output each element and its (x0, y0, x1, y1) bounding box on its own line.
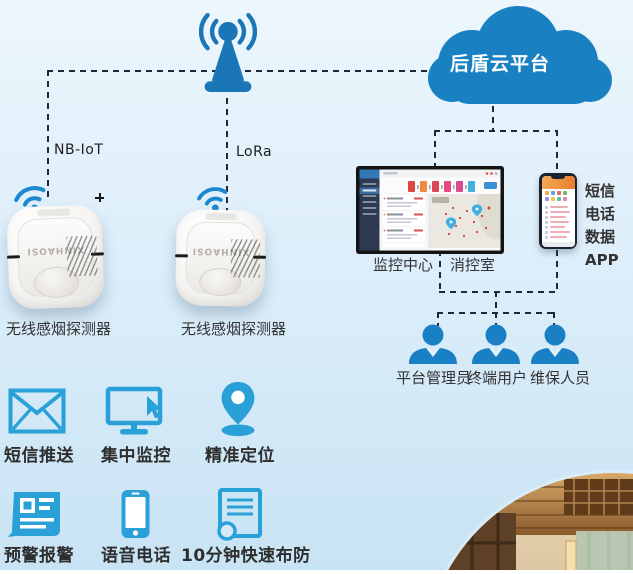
feature-label: 语音电话 (101, 546, 171, 566)
detector-label-right: 无线感烟探测器 (181, 320, 287, 338)
connector-user2-stub (495, 312, 497, 326)
feature-label: 集中监控 (101, 446, 171, 466)
user-label-enduser: 终端用户 (467, 369, 528, 387)
bottom-edge-strip (0, 570, 633, 574)
monitor-cursor-icon (105, 386, 163, 435)
connector-nbiot-down (47, 70, 49, 198)
phone-app-header (541, 175, 575, 189)
envelope-icon (8, 388, 66, 434)
connector-merge-horizontal (439, 291, 558, 293)
phone-alert-list (542, 203, 575, 240)
feature-label: 预警报警 (4, 546, 74, 566)
person-icon-maintainer (531, 324, 579, 364)
phone-notch (551, 175, 565, 179)
phone-app-icon-grid (542, 189, 575, 203)
map-pin-icon (445, 204, 483, 230)
network-label-lora: LoRa (236, 144, 273, 160)
mobile-phone-icon (121, 490, 150, 538)
antenna-tower-icon (198, 12, 258, 92)
connector-split-horizontal (434, 130, 558, 132)
detector-body: XINHAOSI (175, 209, 267, 307)
venue-photo (424, 473, 633, 574)
monitoring-dashboard-screen (356, 166, 504, 254)
detector-body: XINHAOSI (6, 204, 105, 310)
person-icon-admin (409, 324, 457, 364)
network-label-nbiot: NB-IoT (54, 142, 104, 158)
user-label-admin: 平台管理员 (396, 369, 472, 387)
location-pin-icon (221, 381, 255, 437)
feature-label: 精准定位 (205, 446, 275, 466)
feature-label: 短信推送 (4, 446, 74, 466)
cloud-platform-label: 后盾云平台 (449, 53, 550, 75)
connector-merge-down (495, 291, 497, 313)
smoke-detector-left: XINHAOSI (6, 204, 105, 310)
cloud-icon (428, 6, 612, 104)
connector-cloud-down (492, 106, 494, 132)
user-label-maintainer: 维保人员 (530, 369, 591, 387)
cursor-cross-mark (95, 193, 104, 202)
document-icon (217, 488, 262, 541)
connector-to-monitor (434, 130, 436, 167)
smoke-detector-right: XINHAOSI (175, 209, 267, 307)
connector-user1-stub (437, 312, 439, 326)
connector-user3-stub (553, 312, 555, 326)
newspaper-icon (8, 492, 60, 537)
connector-monitor-down (439, 250, 441, 292)
person-icon-user (472, 324, 520, 364)
monitor-label-center: 监控中心 (373, 256, 434, 274)
phone-app-label: 短信 电话 数据APP (585, 182, 619, 269)
feature-label: 10分钟快速布防 (181, 546, 311, 566)
monitor-label-room: 消控室 (450, 256, 496, 274)
connector-phone-down (556, 250, 558, 292)
smartphone-device (539, 173, 577, 249)
detector-label-left: 无线感烟探测器 (6, 320, 112, 338)
connector-lora-down (226, 98, 228, 212)
connector-to-phone (556, 130, 558, 174)
